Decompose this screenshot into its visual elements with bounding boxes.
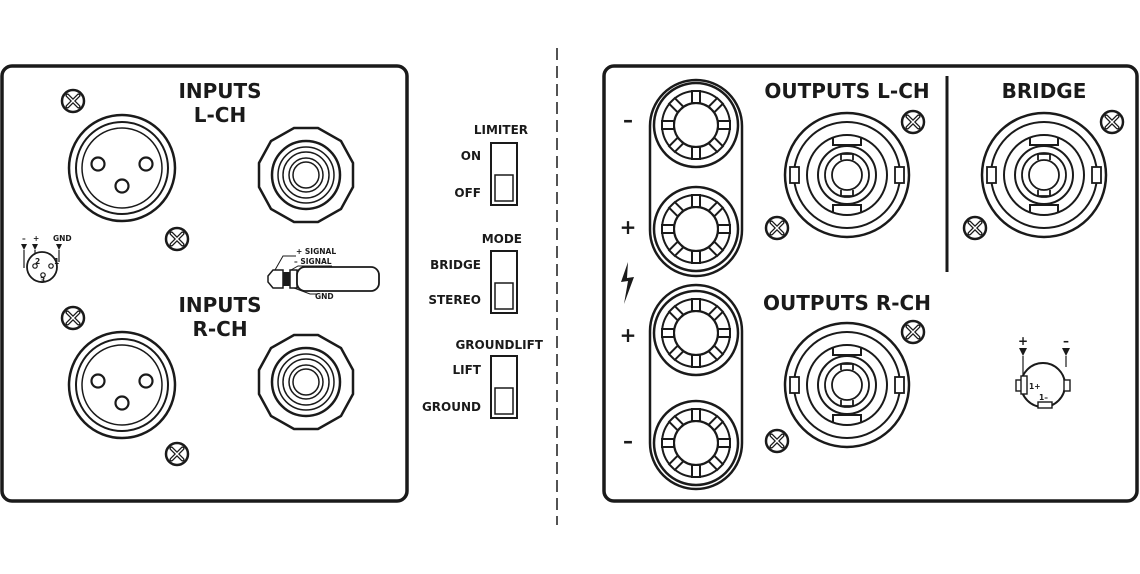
limiter-title: LIMITER xyxy=(474,123,528,137)
limiter-off-label: OFF xyxy=(454,186,481,200)
speakon-plus-label: + xyxy=(1018,334,1028,348)
screw-icon xyxy=(1099,109,1125,135)
screw-icon xyxy=(60,305,86,331)
xlr-input-r-ch[interactable] xyxy=(67,330,177,440)
limiter-on-label: ON xyxy=(461,149,481,163)
speakon-output-bridge[interactable] xyxy=(980,111,1108,239)
binding-post-r-minus[interactable] xyxy=(652,399,740,487)
bridge-title: BRIDGE xyxy=(1002,79,1087,103)
switch-column: LIMITER ON OFF MODE BRIDGE STEREO GROUND… xyxy=(422,123,544,419)
polarity-plus-label: + xyxy=(620,323,637,347)
xlr-pin-minus-label: – xyxy=(22,234,26,243)
screw-icon xyxy=(900,319,926,345)
jack-minus-signal-label: – SIGNAL xyxy=(294,257,332,266)
screw-icon xyxy=(164,226,190,252)
binding-post-r-plus[interactable] xyxy=(652,289,740,377)
inputs-l-title: INPUTS xyxy=(178,79,261,103)
jack-input-l-ch[interactable] xyxy=(257,126,355,224)
xlr-pinout-legend: – + GND 2 1 3 xyxy=(21,234,72,285)
groundlift-switch[interactable] xyxy=(490,355,518,419)
polarity-minus-label: – xyxy=(623,429,633,453)
groundlift-ground-label: GROUND xyxy=(422,400,481,414)
xlr-pin2-label: 2 xyxy=(35,257,40,266)
speakon-output-l-ch[interactable] xyxy=(783,111,911,239)
jack-input-r-ch[interactable] xyxy=(257,333,355,431)
speakon-pin1-minus-label: 1– xyxy=(1039,393,1048,402)
xlr-pin1-label: 1 xyxy=(54,257,59,266)
screw-icon xyxy=(764,215,790,241)
mode-bridge-label: BRIDGE xyxy=(430,258,481,272)
outputs-r-title: OUTPUTS R-CH xyxy=(763,291,931,315)
jack-plug-legend: + SIGNAL – SIGNAL GND xyxy=(267,247,380,301)
mode-stereo-label: STEREO xyxy=(428,293,481,307)
screw-icon xyxy=(962,215,988,241)
input-panel: INPUTS L-CH INPUTS R-CH – + GND 2 1 3 xyxy=(0,64,409,503)
polarity-plus-label: + xyxy=(620,215,637,239)
screw-icon xyxy=(60,88,86,114)
limiter-switch[interactable] xyxy=(490,142,518,206)
groundlift-title: GROUNDLIFT xyxy=(455,338,543,352)
binding-post-l-minus[interactable] xyxy=(652,81,740,169)
inputs-r-subtitle: R-CH xyxy=(192,317,247,341)
inputs-l-subtitle: L-CH xyxy=(194,103,246,127)
inputs-r-title: INPUTS xyxy=(178,293,261,317)
speakon-pinout-legend: + – 1+ 1– xyxy=(1015,334,1071,409)
xlr-pin3-label: 3 xyxy=(40,276,45,285)
speakon-pin1-plus-label: 1+ xyxy=(1029,382,1041,391)
speakon-output-r-ch[interactable] xyxy=(783,321,911,449)
polarity-minus-label: – xyxy=(623,108,633,132)
xlr-pin-gnd-label: GND xyxy=(53,234,72,243)
screw-icon xyxy=(164,441,190,467)
screw-icon xyxy=(764,428,790,454)
mode-title: MODE xyxy=(482,232,522,246)
outputs-l-title: OUTPUTS L-CH xyxy=(764,79,929,103)
output-panel: – + + – OUTPUTS L-CH OUTPUTS R-CH BRIDGE… xyxy=(602,64,1139,503)
jack-gnd-label: GND xyxy=(315,292,334,301)
xlr-input-l-ch[interactable] xyxy=(67,113,177,223)
speakon-minus-label: – xyxy=(1063,334,1069,348)
xlr-pin-plus-label: + xyxy=(33,234,39,243)
screw-icon xyxy=(900,109,926,135)
mode-switch[interactable] xyxy=(490,250,518,314)
jack-plus-signal-label: + SIGNAL xyxy=(296,247,336,256)
binding-post-l-plus[interactable] xyxy=(652,185,740,273)
lightning-bolt-icon xyxy=(621,262,634,304)
groundlift-lift-label: LIFT xyxy=(453,363,482,377)
